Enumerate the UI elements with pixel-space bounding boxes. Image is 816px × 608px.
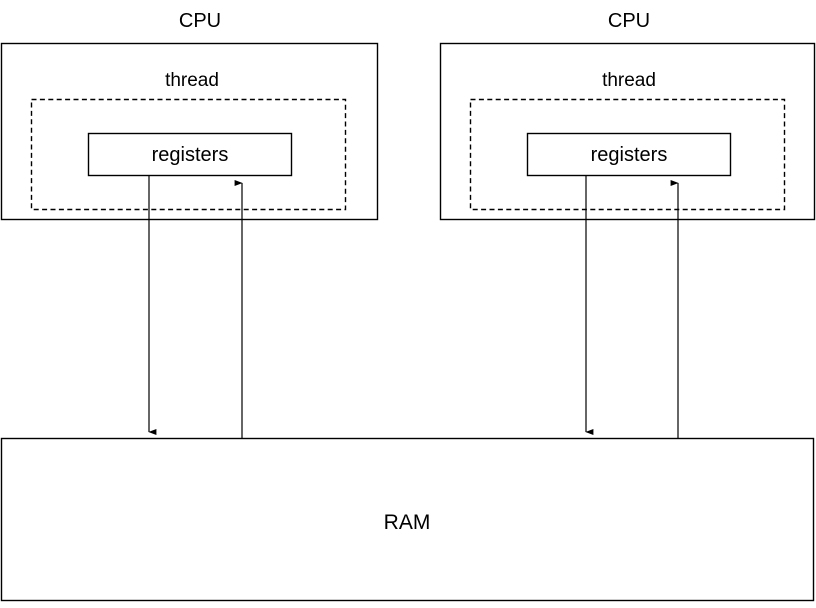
cpu-label-0: CPU <box>178 10 222 32</box>
cpu-box-0 <box>0 42 379 221</box>
ram-label: RAM <box>383 511 431 534</box>
registers-box-1 <box>526 132 732 177</box>
ram-box <box>0 437 815 602</box>
thread-label-0: thread <box>165 70 219 91</box>
thread-box-0 <box>30 98 347 211</box>
registers-label-1: registers <box>590 144 668 166</box>
registers-label-0: registers <box>151 144 229 166</box>
cpu-label-1: CPU <box>607 10 651 32</box>
registers-box-0 <box>87 132 293 177</box>
cpu-box-1 <box>439 42 816 221</box>
thread-box-1 <box>469 98 786 211</box>
thread-label-1: thread <box>602 70 656 91</box>
